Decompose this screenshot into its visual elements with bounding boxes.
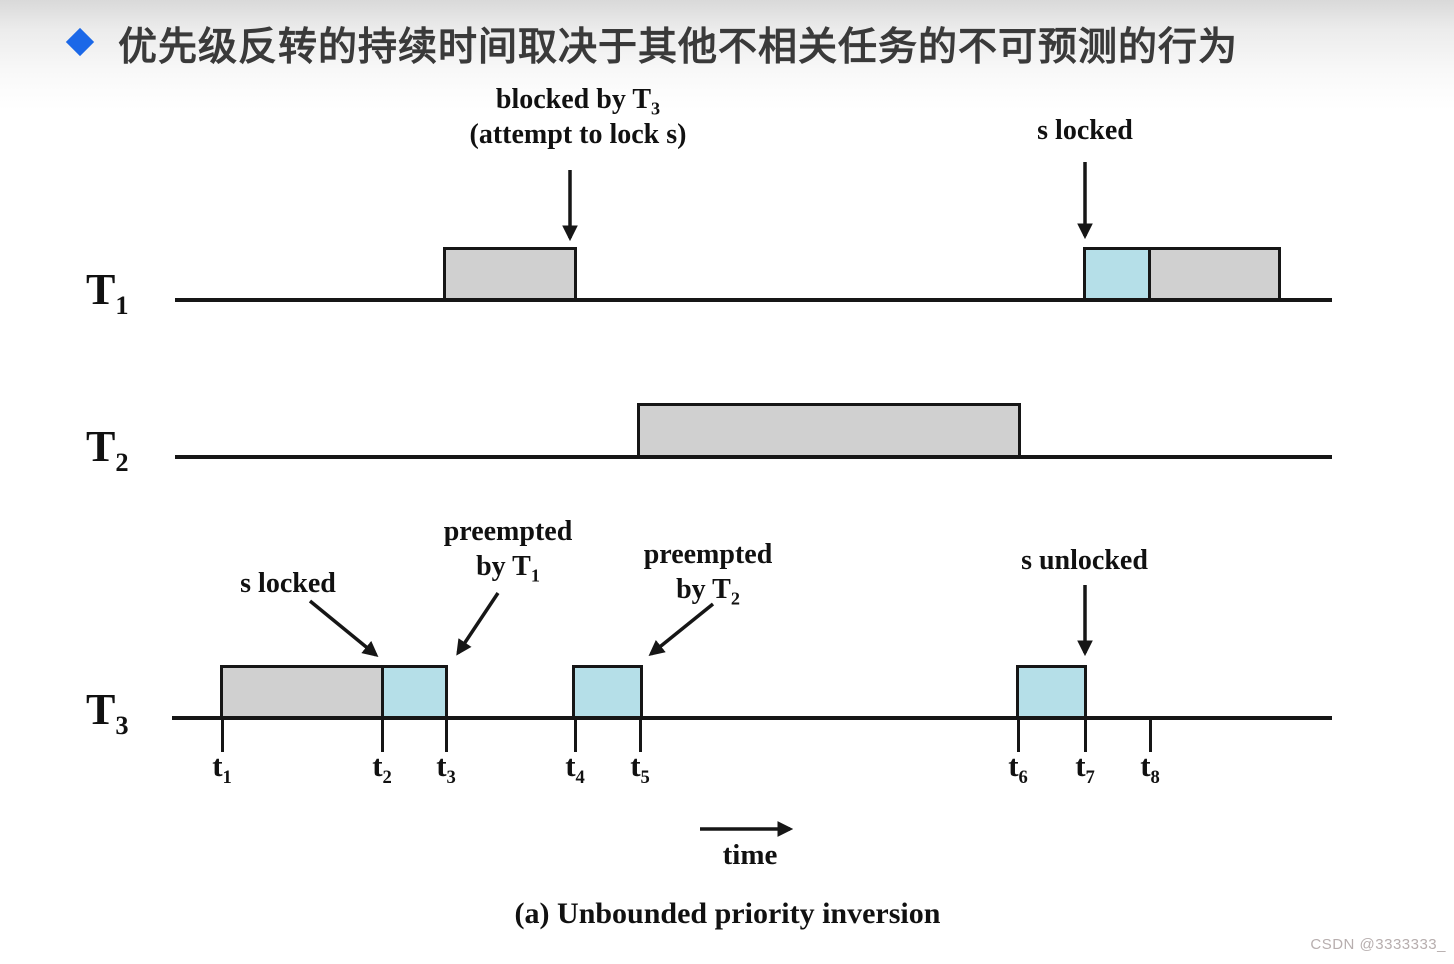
t1-executing-block bbox=[443, 247, 577, 301]
tick-t8 bbox=[1149, 716, 1152, 752]
tick-label-t2: t2 bbox=[372, 748, 392, 789]
annotation-s-locked-t1: s locked bbox=[1037, 115, 1133, 146]
tick-t1 bbox=[221, 716, 224, 752]
arrow-preempted-by-t1 bbox=[456, 592, 500, 656]
task-label-t1: T1 bbox=[86, 265, 129, 320]
annotation-s-unlocked: s unlocked bbox=[1021, 545, 1148, 576]
task-label-t2: T2 bbox=[86, 422, 129, 477]
tick-label-t8: t8 bbox=[1140, 748, 1160, 789]
annotation-preempted-by-t1: preempted by T1 bbox=[443, 516, 573, 586]
tick-t7 bbox=[1084, 716, 1087, 752]
tick-t3 bbox=[445, 716, 448, 752]
arrow-preempted-by-t2 bbox=[648, 602, 715, 656]
watermark: CSDN @3333333_ bbox=[1310, 936, 1446, 953]
tick-t6 bbox=[1017, 716, 1020, 752]
t3-critical-section-block-1 bbox=[381, 665, 448, 719]
tick-t4 bbox=[574, 716, 577, 752]
tick-label-t5: t5 bbox=[630, 748, 650, 789]
timeline-t3 bbox=[172, 716, 1332, 720]
tick-label-t7: t7 bbox=[1075, 748, 1095, 789]
annotation-preempted-by-t2: preempted by T2 bbox=[643, 539, 773, 609]
time-label: time bbox=[722, 839, 778, 871]
tick-label-t3: t3 bbox=[436, 748, 456, 789]
slide-title: 优先级反转的持续时间取决于其他不相关任务的不可预测的行为 bbox=[118, 25, 1239, 70]
tick-t2 bbox=[381, 716, 384, 752]
timeline-t1 bbox=[175, 298, 1332, 302]
task-label-t3: T3 bbox=[86, 685, 129, 740]
t1-critical-section-block bbox=[1083, 247, 1151, 301]
bullet-diamond-icon bbox=[65, 27, 95, 57]
arrow-s-locked-t3 bbox=[308, 599, 379, 657]
tick-t5 bbox=[639, 716, 642, 752]
annotation-blocked-by-t3: blocked by T3 (attempt to lock s) bbox=[469, 84, 687, 150]
t3-critical-section-block-3 bbox=[1016, 665, 1087, 719]
t1-executing-block-2 bbox=[1148, 247, 1281, 301]
t3-critical-section-block-2 bbox=[572, 665, 643, 719]
t3-executing-block bbox=[220, 665, 384, 719]
tick-label-t6: t6 bbox=[1008, 748, 1028, 789]
tick-label-t1: t1 bbox=[212, 748, 232, 789]
figure-caption: (a) Unbounded priority inversion bbox=[514, 897, 941, 930]
t2-executing-block bbox=[637, 403, 1021, 458]
tick-label-t4: t4 bbox=[565, 748, 585, 789]
annotation-s-locked-t3: s locked bbox=[240, 568, 336, 599]
